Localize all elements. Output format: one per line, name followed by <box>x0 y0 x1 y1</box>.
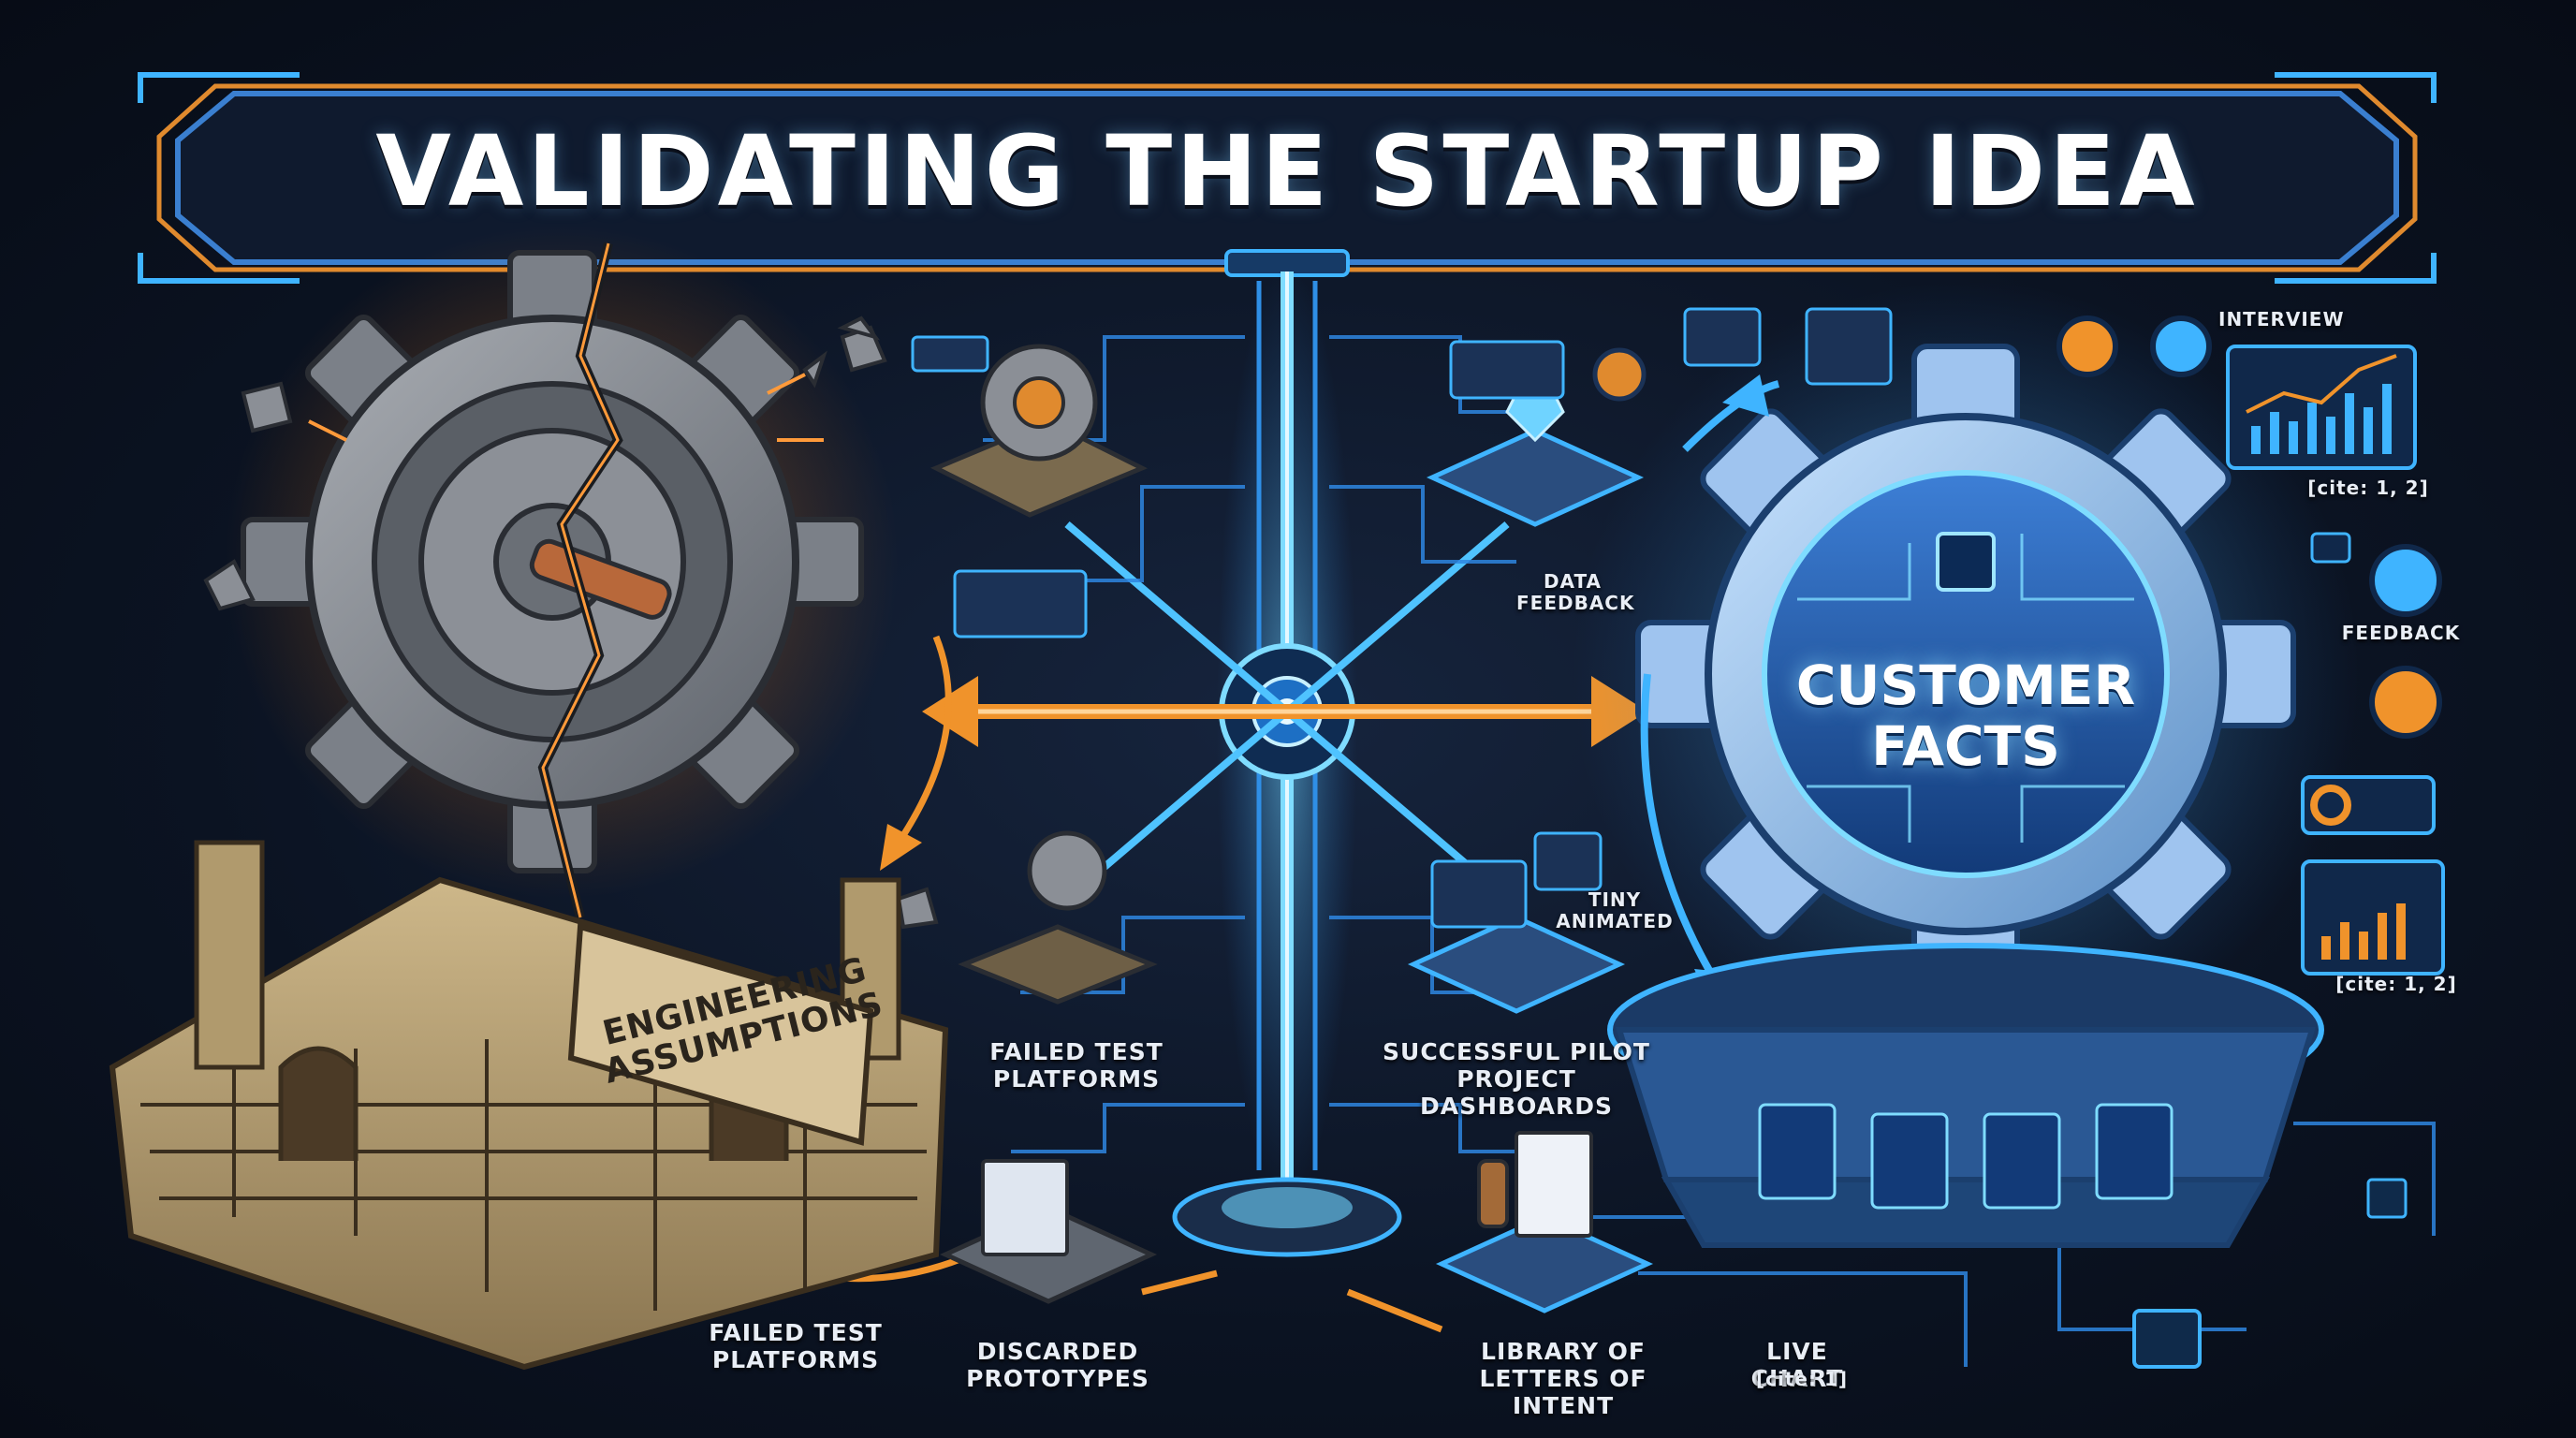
label-tiny-animated: TINY ANIMATED <box>1556 888 1674 932</box>
letters-library-platform <box>1435 1131 1654 1313</box>
discarded-prototypes-platform <box>939 1159 1158 1304</box>
page-title: VALIDATING THE STARTUP IDEA <box>375 114 2199 228</box>
label-failed-test-bottom: FAILED TEST PLATFORMS <box>709 1319 883 1373</box>
label-letters-library: LIBRARY OF LETTERS OF INTENT <box>1479 1338 1647 1419</box>
hologram-platform-top-right <box>1426 307 1893 527</box>
small-panel-top-left <box>911 335 1088 638</box>
label-live-chart: LIVE CHART <box>1750 1338 1844 1392</box>
label-data-feedback: DATA FEEDBACK <box>1516 570 1635 614</box>
customer-facts-label: CUSTOMER FACTS <box>1795 653 2136 778</box>
title-frame <box>138 72 2437 284</box>
label-failed-test-mid: FAILED TEST PLATFORMS <box>989 1038 1164 1093</box>
failed-test-platform-mid <box>958 830 1158 1005</box>
sandstone-ruins <box>109 840 949 1371</box>
label-cite-bottom: [cite: 1] <box>1756 1368 1848 1390</box>
label-feedback: FEEDBACK <box>2341 622 2461 644</box>
right-panels <box>2056 315 2445 976</box>
customer-facts-gear <box>1573 281 2359 1067</box>
label-successful-pilot: SUCCESSFUL PILOT PROJECT DASHBOARDS <box>1383 1038 1650 1120</box>
tech-pedestal <box>1607 943 2408 1369</box>
label-cite-right: [cite: 1, 2] <box>2335 973 2457 995</box>
label-cite-top: [cite: 1, 2] <box>2307 477 2429 499</box>
pilot-dashboard-platform <box>1407 831 1626 1014</box>
label-interview: INTERVIEW <box>2218 308 2345 330</box>
gear-platform-top-left <box>929 344 1149 518</box>
broken-stone-gear <box>225 225 899 919</box>
label-discarded-prototypes: DISCARDED PROTOTYPES <box>966 1338 1149 1392</box>
